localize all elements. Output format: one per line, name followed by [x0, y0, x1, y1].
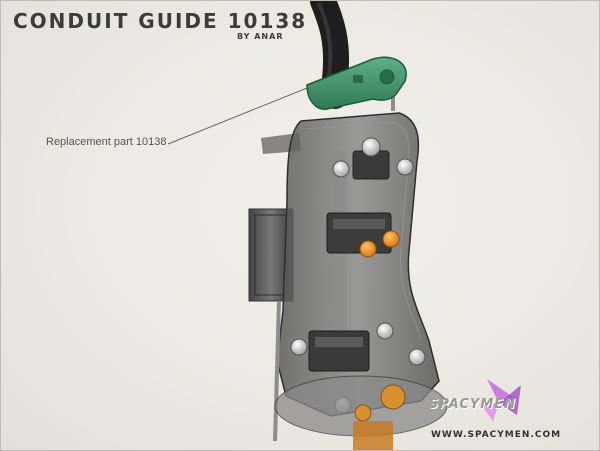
spacymen-logo-icon: [481, 379, 521, 421]
conduit-guide-part: [306, 56, 407, 110]
bolt-lower-right: [376, 322, 394, 340]
bolt-bottom-right: [408, 348, 426, 366]
callout-label: Replacement part 10138: [46, 136, 167, 148]
page-title: CONDUIT GUIDE 10138: [13, 9, 308, 33]
brand-watermark: SPACYMEN: [429, 397, 517, 412]
orange-spacer-right: [382, 230, 400, 248]
author-byline: BY ANAR: [237, 32, 284, 41]
website-url: WWW.SPACYMEN.COM: [431, 430, 562, 440]
threaded-rod-left: [273, 300, 281, 442]
orange-spacer-left: [359, 240, 377, 258]
callout-leader-line: [167, 83, 318, 145]
bolt-top-left: [332, 160, 350, 178]
bolt-lower-left: [290, 338, 308, 356]
hot-end: [353, 421, 393, 450]
bolt-top-right: [396, 158, 414, 176]
